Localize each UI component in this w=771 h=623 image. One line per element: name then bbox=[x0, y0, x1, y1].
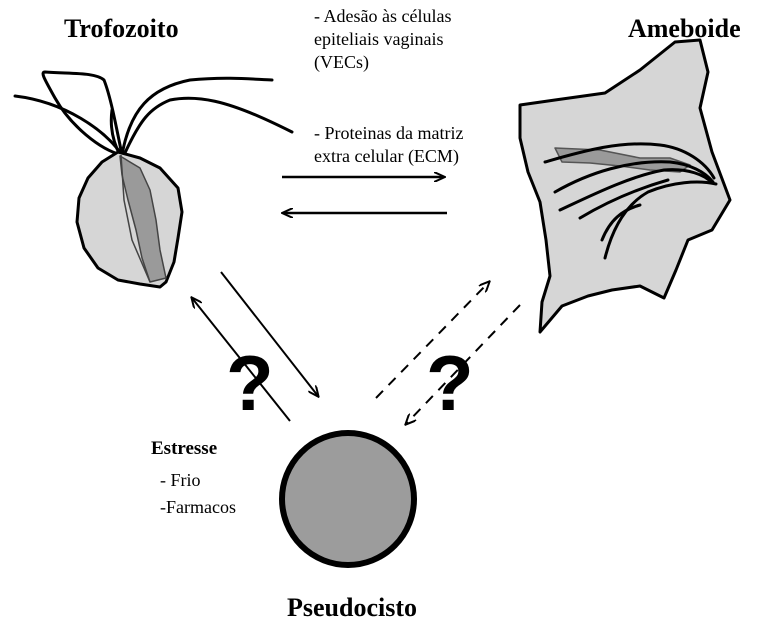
pseudocyst-cell bbox=[282, 433, 414, 565]
stage-label-pseudocyst: Pseudocisto bbox=[287, 593, 417, 623]
stress-title: Estresse bbox=[151, 438, 217, 460]
trophozoite-flagella bbox=[15, 72, 292, 155]
unknown-transition-right-mark: ? bbox=[426, 344, 474, 422]
stage-label-ameboid: Ameboide bbox=[628, 14, 741, 44]
adhesion-note-line-5: extra celular (ECM) bbox=[314, 145, 459, 168]
stress-item-cold: - Frio bbox=[160, 470, 201, 491]
stage-label-trophozoite: Trofozoito bbox=[64, 14, 179, 44]
stress-item-drugs: -Farmacos bbox=[160, 497, 236, 518]
trophozoite-cell bbox=[77, 152, 182, 287]
adhesion-note-line-4: - Proteinas da matriz bbox=[314, 122, 463, 145]
ameboid-cell bbox=[520, 40, 730, 332]
unknown-transition-left-mark: ? bbox=[226, 344, 274, 422]
adhesion-note-line-3: (VECs) bbox=[314, 51, 369, 74]
adhesion-note-line-2: epiteliais vaginais bbox=[314, 28, 443, 51]
adhesion-note-line-1: - Adesão às células bbox=[314, 5, 451, 28]
